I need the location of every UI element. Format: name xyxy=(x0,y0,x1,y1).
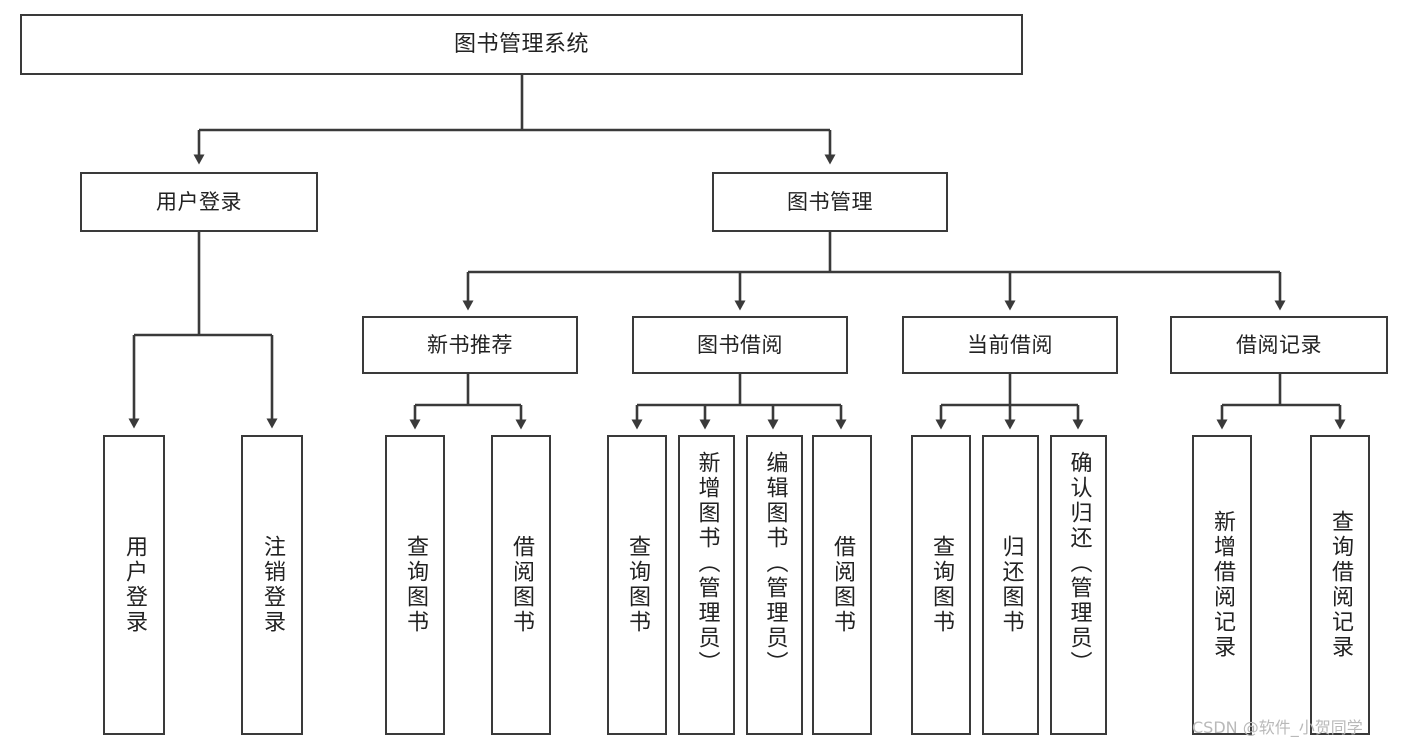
node-label: 查询图书 xyxy=(625,535,650,635)
node-label: 图书管理系统 xyxy=(453,31,589,57)
node-label: 当前借阅 xyxy=(967,332,1053,357)
node-leaf-user-login[interactable]: 用户登录 xyxy=(103,435,165,735)
node-user-login[interactable]: 用户登录 xyxy=(80,172,318,232)
node-label: 借阅记录 xyxy=(1236,332,1322,357)
node-label: 借阅图书 xyxy=(509,535,534,635)
node-book-borrow[interactable]: 图书借阅 xyxy=(632,316,848,374)
node-book-manage[interactable]: 图书管理 xyxy=(712,172,948,232)
node-leaf-borrow-book-2[interactable]: 借阅图书 xyxy=(812,435,872,735)
node-label: 查询图书 xyxy=(403,535,428,635)
node-label: 确认归还（管理员） xyxy=(1066,451,1092,676)
node-leaf-query-book-2[interactable]: 查询图书 xyxy=(607,435,667,735)
node-leaf-query-book-3[interactable]: 查询图书 xyxy=(911,435,971,735)
node-label: 新增借阅记录 xyxy=(1210,510,1235,660)
node-label: 图书管理 xyxy=(787,189,873,214)
node-leaf-add-book[interactable]: 新增图书（管理员） xyxy=(678,435,735,735)
csdn-watermark: CSDN @软件_小贺同学 xyxy=(1192,718,1363,737)
node-leaf-return-book[interactable]: 归还图书 xyxy=(982,435,1039,735)
node-leaf-edit-book[interactable]: 编辑图书（管理员） xyxy=(746,435,803,735)
node-leaf-logout[interactable]: 注销登录 xyxy=(241,435,303,735)
node-current-borrow[interactable]: 当前借阅 xyxy=(902,316,1118,374)
node-leaf-borrow-book-1[interactable]: 借阅图书 xyxy=(491,435,551,735)
node-label: 借阅图书 xyxy=(830,535,855,635)
node-label: 编辑图书（管理员） xyxy=(762,451,788,676)
node-label: 注销登录 xyxy=(260,535,285,635)
node-borrow-record[interactable]: 借阅记录 xyxy=(1170,316,1388,374)
node-label: 查询借阅记录 xyxy=(1328,510,1353,660)
node-label: 图书借阅 xyxy=(697,332,783,357)
node-root-system[interactable]: 图书管理系统 xyxy=(20,14,1023,75)
node-new-book-recommend[interactable]: 新书推荐 xyxy=(362,316,578,374)
node-leaf-query-record[interactable]: 查询借阅记录 xyxy=(1310,435,1370,735)
node-label: 用户登录 xyxy=(156,189,242,214)
node-label: 归还图书 xyxy=(998,535,1024,635)
node-label: 新书推荐 xyxy=(427,332,513,357)
node-leaf-add-record[interactable]: 新增借阅记录 xyxy=(1192,435,1252,735)
node-label: 查询图书 xyxy=(929,535,954,635)
node-label: 新增图书（管理员） xyxy=(694,451,720,676)
node-leaf-confirm-return[interactable]: 确认归还（管理员） xyxy=(1050,435,1107,735)
node-label: 用户登录 xyxy=(122,535,147,635)
node-leaf-query-book-1[interactable]: 查询图书 xyxy=(385,435,445,735)
